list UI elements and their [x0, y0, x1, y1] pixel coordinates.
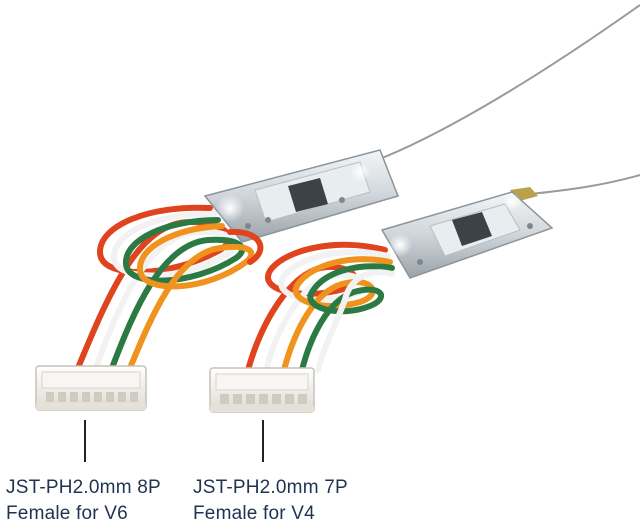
caption-v6-compatibility: Female for V6 — [6, 503, 128, 524]
caption-v6-connector-type: JST-PH2.0mm 8P — [6, 477, 161, 498]
antenna-left — [352, 4, 640, 170]
receiver-board-v6 — [203, 149, 399, 243]
jst-connector-8p — [35, 365, 147, 411]
caption-v4-connector-type: JST-PH2.0mm 7P — [193, 477, 348, 498]
receiver-board-v4 — [380, 191, 554, 279]
wire-loom-v4 — [245, 241, 395, 373]
caption-v4-compatibility: Female for V4 — [193, 503, 315, 524]
antenna-right — [510, 174, 640, 202]
jst-connector-7p — [209, 367, 315, 413]
wire-loom-v6 — [75, 204, 264, 371]
